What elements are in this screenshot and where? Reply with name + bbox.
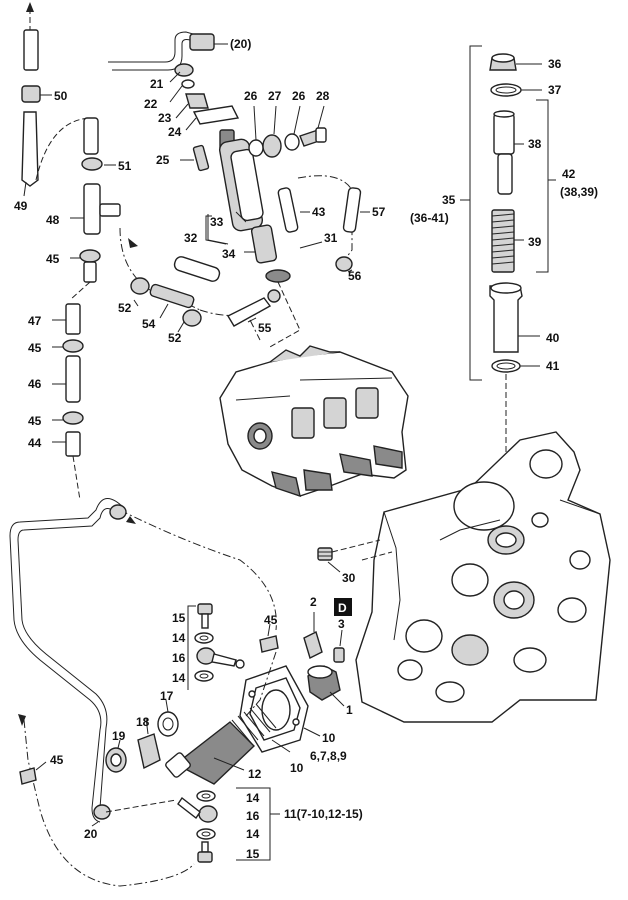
callout: 45 — [264, 613, 278, 627]
delivery-pipe-20 — [9, 498, 127, 827]
callout: 14 — [172, 631, 186, 645]
callout: (36-41) — [410, 211, 449, 225]
callout: 32 — [184, 231, 198, 245]
callout: 15 — [246, 847, 260, 861]
pump-spring — [231, 703, 277, 745]
hose-44 — [65, 431, 81, 457]
callout: 45 — [46, 252, 60, 266]
callout: 33 — [210, 215, 224, 229]
leak-off-pipe-top — [108, 31, 201, 63]
callout: 11(7-10,12-15) — [284, 807, 363, 821]
callout: 44 — [28, 436, 42, 450]
callout: 16 — [172, 651, 186, 665]
callout: 38 — [528, 137, 542, 151]
callout: 50 — [54, 89, 68, 103]
callout: 17 — [160, 689, 174, 703]
callout: 56 — [348, 269, 362, 283]
hose-51 — [83, 117, 99, 155]
callout: 43 — [312, 205, 326, 219]
callout: 25 — [156, 153, 170, 167]
callout: (20) — [230, 37, 251, 51]
callout: D — [338, 601, 347, 615]
callout: 14 — [246, 827, 260, 841]
callout: 39 — [528, 235, 542, 249]
callout: 41 — [546, 359, 560, 373]
callout: 55 — [258, 321, 272, 335]
callout: 26 — [244, 89, 258, 103]
callout: 46 — [28, 377, 42, 391]
pipe-top — [23, 29, 39, 71]
callout: 34 — [222, 247, 236, 261]
callout: 1 — [346, 703, 353, 717]
callout: 22 — [144, 97, 158, 111]
callout: 12 — [248, 767, 262, 781]
hose-clamp-50 — [21, 85, 41, 103]
callout: 16 — [246, 809, 260, 823]
return-hose-49 — [21, 111, 39, 187]
filter-46 — [65, 355, 81, 403]
callout: 35 — [442, 193, 456, 207]
callout: 37 — [548, 83, 562, 97]
callout: 45 — [28, 414, 42, 428]
callout: 40 — [546, 331, 560, 345]
crankcase-block — [355, 431, 611, 723]
hose-47 — [65, 303, 81, 335]
callout: 6,7,8,9 — [310, 749, 347, 763]
lower-pump-group — [105, 598, 352, 863]
tee-48 — [83, 183, 101, 235]
callout: 26 — [292, 89, 306, 103]
injector-group — [108, 31, 370, 333]
spring-39 — [491, 209, 515, 273]
callout: 30 — [342, 571, 356, 585]
callout: 51 — [118, 159, 132, 173]
callout: 23 — [158, 111, 172, 125]
callout: 42 — [562, 167, 576, 181]
callout: 52 — [118, 301, 132, 315]
callout: 45 — [50, 753, 64, 767]
callout: 19 — [112, 729, 126, 743]
callout: 57 — [372, 205, 386, 219]
callout-labels: (20) 50 51 49 48 45 47 45 46 45 44 21 22… — [14, 37, 598, 861]
clamp-45c — [62, 411, 84, 425]
callout: 15 — [172, 611, 186, 625]
callout: 31 — [324, 231, 338, 245]
screw-30 — [317, 539, 381, 573]
callout: 54 — [142, 317, 156, 331]
callout: 18 — [136, 715, 150, 729]
callout: 2 — [310, 595, 317, 609]
callout: 24 — [168, 125, 182, 139]
callout: 28 — [316, 89, 330, 103]
callout: 27 — [268, 89, 282, 103]
callout: 3 — [338, 617, 345, 631]
clamp-51 — [81, 157, 103, 171]
callout: 49 — [14, 199, 28, 213]
callout: 47 — [28, 314, 42, 328]
callout: 48 — [46, 213, 60, 227]
left-fuel-line-column — [21, 2, 121, 501]
callout: 10 — [322, 731, 336, 745]
clamp-45b — [62, 339, 84, 353]
callout: 10 — [290, 761, 304, 775]
callout: 52 — [168, 331, 182, 345]
clamp-45a — [79, 249, 101, 263]
callout: 20 — [84, 827, 98, 841]
callout: 45 — [28, 341, 42, 355]
callout: 21 — [150, 77, 164, 91]
callout: 14 — [246, 791, 260, 805]
view-marker-d — [334, 598, 352, 616]
callout: 36 — [548, 57, 562, 71]
pump-element-group — [460, 45, 556, 530]
cylinder-head — [219, 345, 409, 498]
callout: 14 — [172, 671, 186, 685]
callout: (38,39) — [560, 185, 598, 199]
